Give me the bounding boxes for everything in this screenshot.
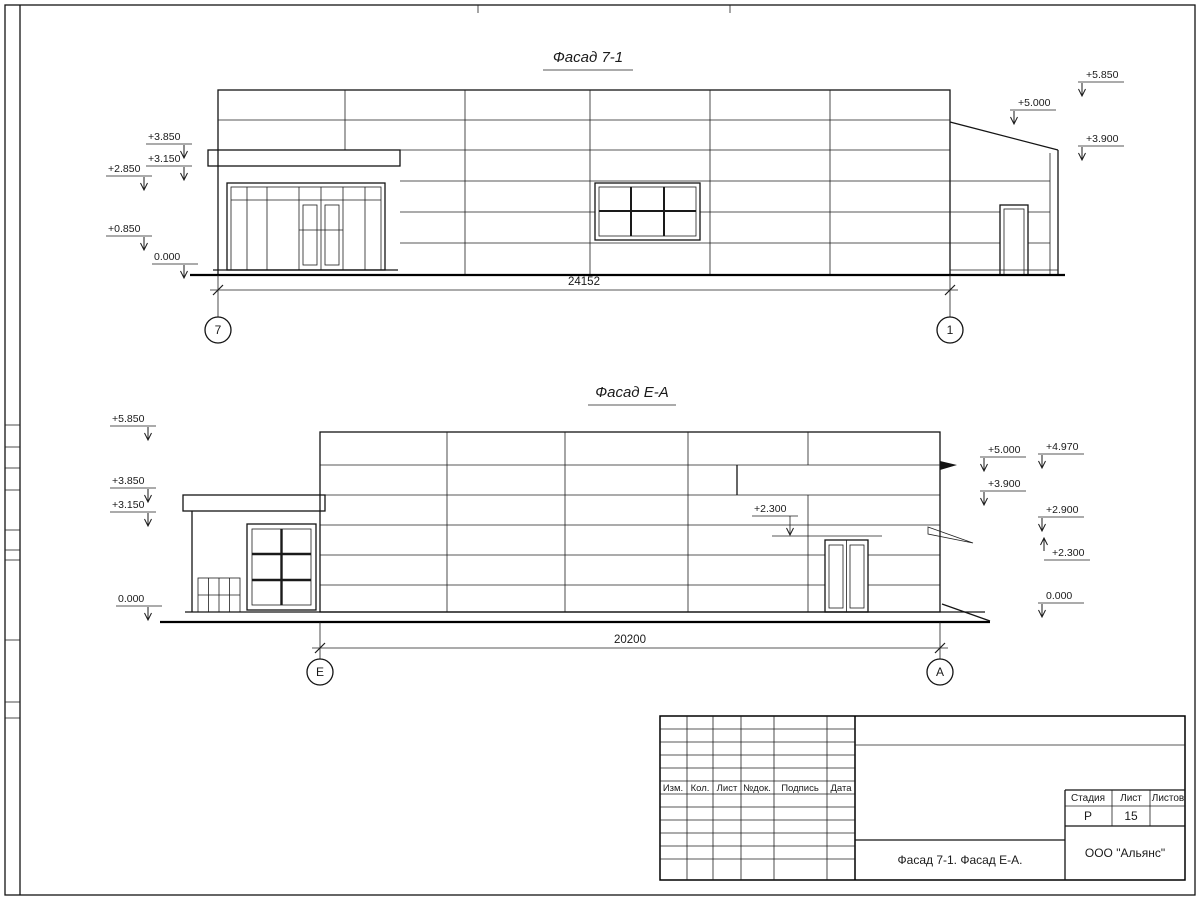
column-header: Кол. — [691, 783, 710, 794]
facade-e-a-right-elevation-marks: +5.000 +4.970 +3.900 +2.900 +2.300 0.000 — [980, 441, 1090, 618]
column-header: №док. — [743, 783, 771, 794]
column-header: Изм. — [663, 783, 683, 794]
sheet-value: 15 — [1124, 809, 1138, 823]
dimension-value: 20200 — [614, 634, 646, 646]
facade-e-a-left-extension — [182, 494, 326, 613]
elevation-mark: +0.850 — [108, 223, 141, 235]
left-side-stamp — [5, 424, 20, 719]
elevation-mark: +3.900 — [1086, 133, 1119, 145]
elevation-mark: +2.300 — [1052, 547, 1085, 559]
entrance-door-leaf-right — [324, 204, 340, 266]
facade-e-a-building — [160, 431, 991, 624]
title-block-main: Стадия Лист Листов Р 15 Фасад 7-1. Фасад… — [855, 744, 1185, 880]
elevation-mark: +3.850 — [112, 475, 145, 487]
elevation-mark: +3.850 — [148, 131, 181, 143]
elevation-mark: +5.850 — [112, 413, 145, 425]
sheet-label: Лист — [1120, 793, 1142, 804]
column-header: Дата — [830, 783, 852, 794]
elevation-mark: +3.150 — [148, 153, 181, 165]
column-header: Лист — [717, 783, 738, 794]
facade-e-a-left-elevation-marks: +5.850 +3.850 +3.150 0.000 — [110, 413, 162, 621]
elevation-mark: +5.850 — [1086, 69, 1119, 81]
facade-7-1-view: Фасад 7-1 — [106, 49, 1124, 344]
page-frame — [4, 4, 1196, 896]
facade-7-1-dimension: 24152 7 1 — [204, 275, 964, 344]
title-block: Изм. Кол. Лист №док. Подпись Дата Стадия… — [659, 715, 1186, 881]
axis-label: 7 — [215, 323, 222, 337]
facade-7-1-window — [594, 182, 701, 241]
entrance-glazing — [213, 182, 398, 271]
facade-e-a-dimension: 20200 Е А — [306, 622, 954, 686]
elevation-mark: +3.900 — [988, 478, 1021, 490]
elevation-mark: 0.000 — [1046, 590, 1072, 602]
facade-7-1-left-elevation-marks: +3.850 +3.150 +2.850 +0.850 0.000 — [106, 131, 198, 279]
facade-7-1-right-elevation-marks: +5.850 +5.000 +3.900 — [1010, 69, 1124, 161]
facade-e-a-inner-mark: +2.300 — [752, 503, 798, 536]
elevation-mark: +2.900 — [1046, 504, 1079, 516]
axis-label: Е — [316, 665, 324, 679]
elevation-mark: +2.850 — [108, 163, 141, 175]
axis-label: А — [936, 665, 944, 679]
side-awning — [927, 526, 974, 544]
extension-grille — [197, 577, 241, 613]
elevation-mark: 0.000 — [118, 593, 144, 605]
elevation-mark: +3.150 — [112, 499, 145, 511]
facade-7-1-right-extension — [949, 121, 1059, 276]
axis-bubble-7 — [204, 316, 232, 344]
sheets-label: Листов — [1152, 793, 1185, 804]
entrance-canopy — [207, 149, 401, 167]
ramp-line — [941, 603, 991, 622]
dimension-value: 24152 — [568, 276, 600, 288]
drawing-title: Фасад 7-1. Фасад Е-А. — [898, 853, 1023, 867]
facade-7-1-building — [190, 89, 1065, 277]
facade-e-a-title: Фасад Е-А — [595, 384, 669, 401]
extension-canopy — [182, 494, 326, 512]
elevation-mark: +2.300 — [754, 503, 787, 515]
parapet-band-wedge — [940, 461, 957, 470]
column-header: Подпись — [781, 783, 819, 794]
company-name: ООО "Альянс" — [1085, 846, 1165, 860]
elevation-mark: +5.000 — [1018, 97, 1051, 109]
stage-value: Р — [1084, 809, 1092, 823]
axis-bubble-a — [926, 658, 954, 686]
axis-bubble-1 — [936, 316, 964, 344]
axis-bubble-e — [306, 658, 334, 686]
stage-label: Стадия — [1071, 793, 1105, 804]
elevation-mark: +5.000 — [988, 444, 1021, 456]
elevation-mark: 0.000 — [154, 251, 180, 263]
extension-window — [246, 523, 317, 611]
facade-7-1-title: Фасад 7-1 — [553, 49, 623, 66]
facade-e-a-door — [772, 535, 882, 613]
entrance-door-leaf-left — [302, 204, 318, 266]
facade-e-a-view: Фасад Е-А — [110, 384, 1090, 686]
axis-label: 1 — [947, 323, 954, 337]
elevation-mark: +4.970 — [1046, 441, 1079, 453]
title-block-revision-table: Изм. Кол. Лист №док. Подпись Дата — [660, 716, 856, 880]
